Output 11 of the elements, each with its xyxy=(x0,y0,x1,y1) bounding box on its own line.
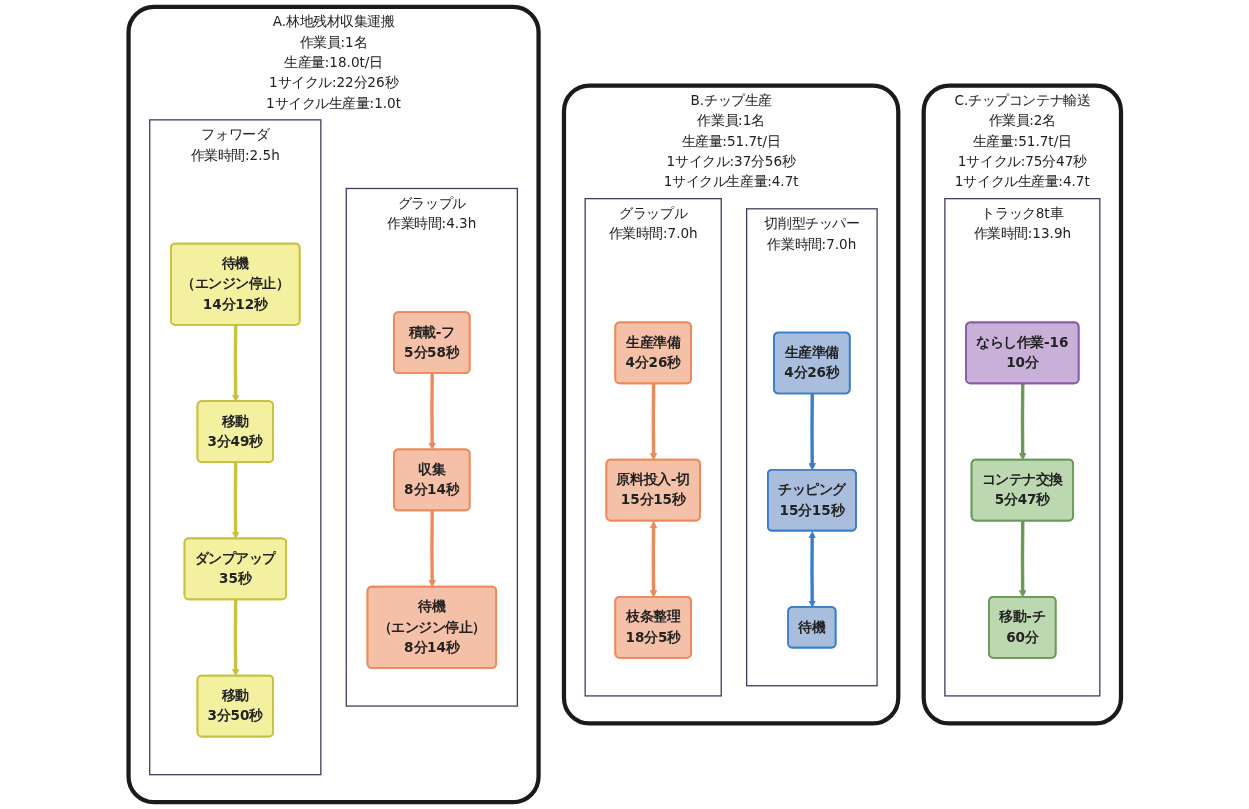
arrow xyxy=(808,393,816,471)
arrow xyxy=(649,383,657,461)
arrow xyxy=(808,531,816,608)
arrow xyxy=(231,325,240,402)
arrow xyxy=(231,599,240,677)
arrow xyxy=(428,373,436,451)
arrow xyxy=(1018,383,1027,461)
arrow xyxy=(1018,520,1027,598)
arrow xyxy=(231,462,240,540)
arrow xyxy=(649,521,657,598)
arrow xyxy=(428,510,436,588)
